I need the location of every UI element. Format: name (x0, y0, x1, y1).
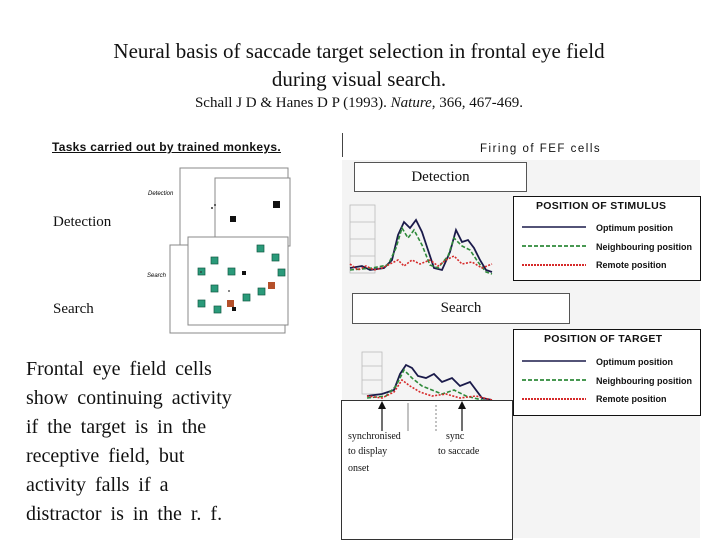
search-box: Search (352, 293, 570, 324)
citation-authors: Schall J D & Hanes D P (1993). (194, 95, 387, 111)
summary-line: if the target is in the (26, 416, 207, 438)
detection-label: Detection (53, 214, 112, 230)
legend-target-item: Neighbouring position (596, 376, 692, 386)
legend-stimulus-item: Optimum position (596, 223, 673, 233)
slide-title-line1: Neural basis of saccade target selection… (113, 39, 605, 63)
fixation-point (230, 216, 236, 222)
note-line: onset (348, 463, 370, 474)
citation-journal: Nature (390, 95, 432, 111)
tasks-title: Tasks carried out by trained monkeys. (52, 140, 281, 154)
detection-box: Detection (354, 162, 527, 192)
search-optimum-trace (366, 363, 493, 401)
small-search-label: Search (147, 273, 167, 279)
legend-stimulus-swatches (522, 226, 586, 266)
summary-line: activity falls if a (26, 474, 169, 496)
note-line: synchronised (348, 431, 401, 442)
sync-arrows (378, 401, 466, 431)
legend-target-swatches (522, 360, 586, 400)
search-remote-trace (366, 378, 493, 401)
legend-stimulus: POSITION OF STIMULUS Optimum position Ne… (513, 196, 701, 281)
note-line: to display (348, 446, 388, 457)
citation: Schall J D & Hanes D P (1993). Nature, 3… (0, 95, 718, 112)
detection-target (273, 201, 280, 208)
search-neighbouring-trace (366, 368, 493, 403)
detection-frame (214, 177, 291, 247)
arrow-up-icon (458, 401, 466, 409)
legend-stimulus-title: POSITION OF STIMULUS (536, 200, 667, 212)
citation-details: , 366, 467-469. (431, 95, 524, 111)
detection-remote-trace (349, 255, 493, 271)
legend-stimulus-item: Remote position (596, 260, 667, 270)
summary-line: distractor is in the r. f. (26, 503, 223, 525)
firing-traces-figure (349, 204, 493, 403)
legend-target-title: POSITION OF TARGET (544, 333, 663, 345)
summary-line: Frontal eye field cells (26, 358, 212, 380)
search-target-upper (268, 282, 275, 289)
search-frame (187, 236, 289, 326)
note-saccade: sync to saccade (438, 429, 479, 459)
small-detection-label: Detection (148, 191, 174, 197)
note-line: sync (446, 431, 465, 442)
legend-target-item: Remote position (596, 394, 667, 404)
search-fixation-point (242, 271, 246, 275)
legend-stimulus-item: Neighbouring position (596, 242, 692, 252)
summary-line: receptive field, but (26, 445, 185, 467)
firing-title: Firing of FEF cells (480, 143, 602, 155)
task-panels-figure: Detection Search (147, 167, 291, 334)
summary-line: show continuing activity (26, 387, 232, 409)
arrow-up-icon (378, 401, 386, 409)
legend-target: POSITION OF TARGET Optimum position Neig… (513, 329, 701, 416)
divider (342, 133, 343, 157)
note-display-onset: synchronised to display onset (348, 429, 401, 476)
search-target-lower (227, 300, 234, 307)
legend-target-item: Optimum position (596, 357, 673, 367)
sync-note-box: synchronised to display onset sync to sa… (341, 400, 513, 540)
detection-neighbouring-trace (349, 226, 493, 275)
slide-title-line2: during visual search. (271, 67, 447, 91)
summary-text: Frontal eye field cells show continuing … (26, 355, 286, 529)
search-label: Search (53, 301, 94, 317)
note-line: to saccade (438, 446, 480, 457)
